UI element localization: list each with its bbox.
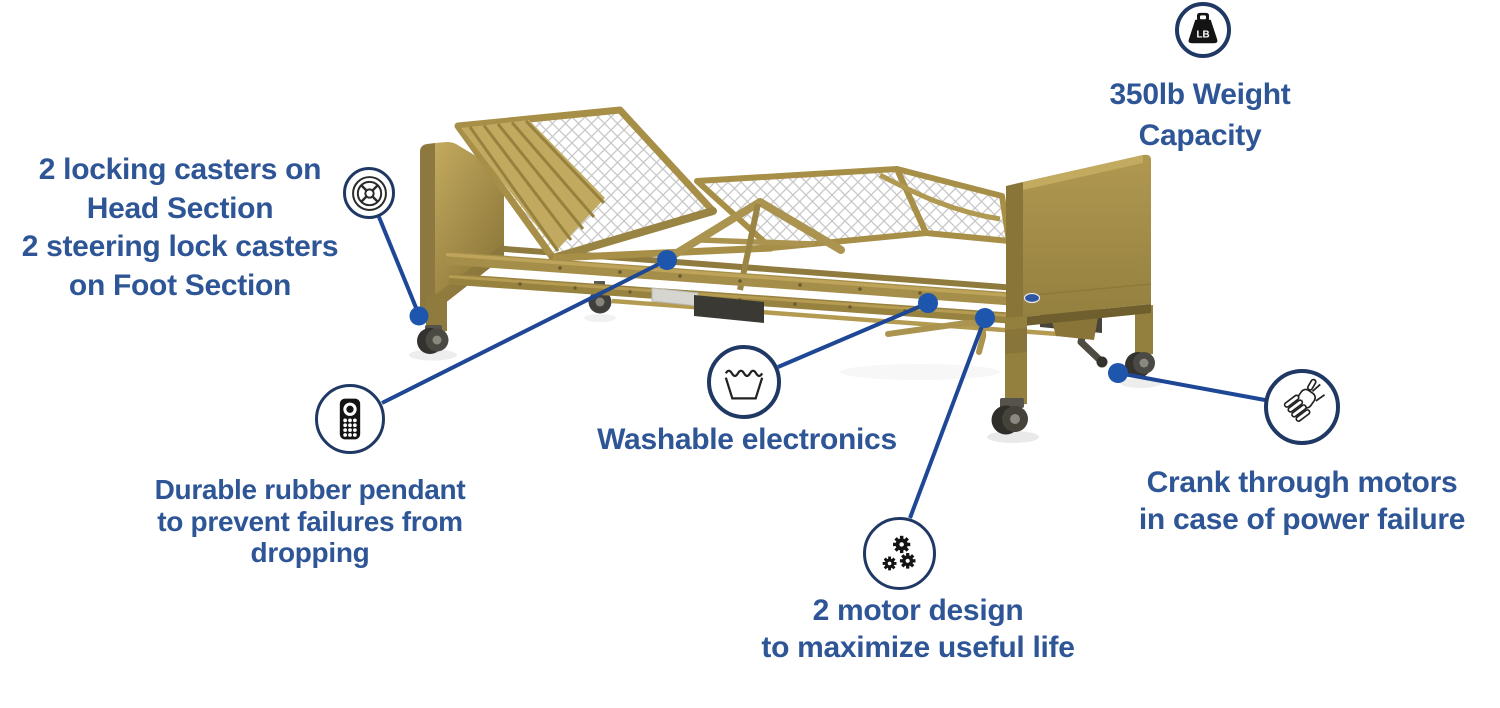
- dot-casters: [409, 306, 429, 326]
- pendant-icon-circle: [315, 384, 385, 454]
- casters-note-line: 2 steering lock casters: [21, 230, 339, 263]
- weight-icon-circle: LB: [1175, 2, 1231, 58]
- pendant-note: Durable rubber pendant to prevent failur…: [134, 474, 486, 569]
- remote-pendant-icon: [339, 398, 361, 440]
- weight-icon-label: LB: [1196, 29, 1209, 40]
- caster-icon-circle: [343, 167, 395, 219]
- washable-note-line: Washable electronics: [597, 423, 897, 456]
- crank-note-line: Crank through motors: [1146, 466, 1458, 499]
- hand-crank-icon: [1283, 378, 1326, 422]
- motors-note-line: to maximize useful life: [761, 631, 1075, 664]
- gear-large: [893, 535, 911, 554]
- weight-capacity-note: 350lb Weight Capacity: [1050, 74, 1350, 156]
- motors-note-line: 2 motor design: [812, 594, 1024, 627]
- casters-note-line: Head Section: [86, 191, 274, 225]
- caster-wheel-icon: [351, 175, 387, 211]
- weight-lb-icon: LB: [1188, 12, 1218, 44]
- washable-note: Washable electronics: [572, 422, 922, 458]
- connector-washable: [777, 301, 929, 369]
- connector-motors: [908, 317, 987, 519]
- gears-icon: [882, 535, 916, 571]
- casters-note-line: on Foot Section: [68, 268, 292, 302]
- weight-note-line: 350lb Weight: [1109, 78, 1291, 111]
- dot-washable: [918, 293, 938, 313]
- dot-motors: [975, 308, 995, 328]
- callout-dots: [409, 250, 1128, 383]
- casters-note: 2 locking casters on Head Section 2 stee…: [0, 151, 360, 305]
- footboard-logo-badge: [1023, 292, 1041, 304]
- dot-crank: [1108, 363, 1128, 383]
- motors-icon-circle: [863, 517, 936, 590]
- connector-pendant: [381, 258, 668, 405]
- wash-basin-icon: [724, 369, 764, 400]
- connector-crank: [1117, 371, 1266, 402]
- pendant-note-line: to prevent failures from: [157, 505, 463, 537]
- bed-artwork: [409, 106, 1162, 443]
- motors-note: 2 motor design to maximize useful life: [742, 592, 1094, 666]
- casters-note-line: 2 locking casters on: [38, 153, 322, 186]
- head-deck: [454, 106, 717, 262]
- callout-connectors: [377, 216, 1266, 519]
- pendant-note-line: Durable rubber pendant: [154, 474, 466, 505]
- dot-pendant: [657, 250, 677, 270]
- crank-note: Crank through motors in case of power fa…: [1126, 464, 1478, 538]
- crank-icon-circle: [1264, 369, 1340, 445]
- weight-note-line: Capacity: [1138, 119, 1262, 152]
- pendant-note-line: dropping: [250, 537, 370, 568]
- crank-note-line: in case of power failure: [1138, 503, 1466, 536]
- footboard: [991, 154, 1155, 435]
- washable-icon-circle: [707, 345, 781, 419]
- gear-medium: [899, 553, 916, 569]
- connector-casters: [377, 216, 421, 316]
- gear-small: [882, 556, 897, 571]
